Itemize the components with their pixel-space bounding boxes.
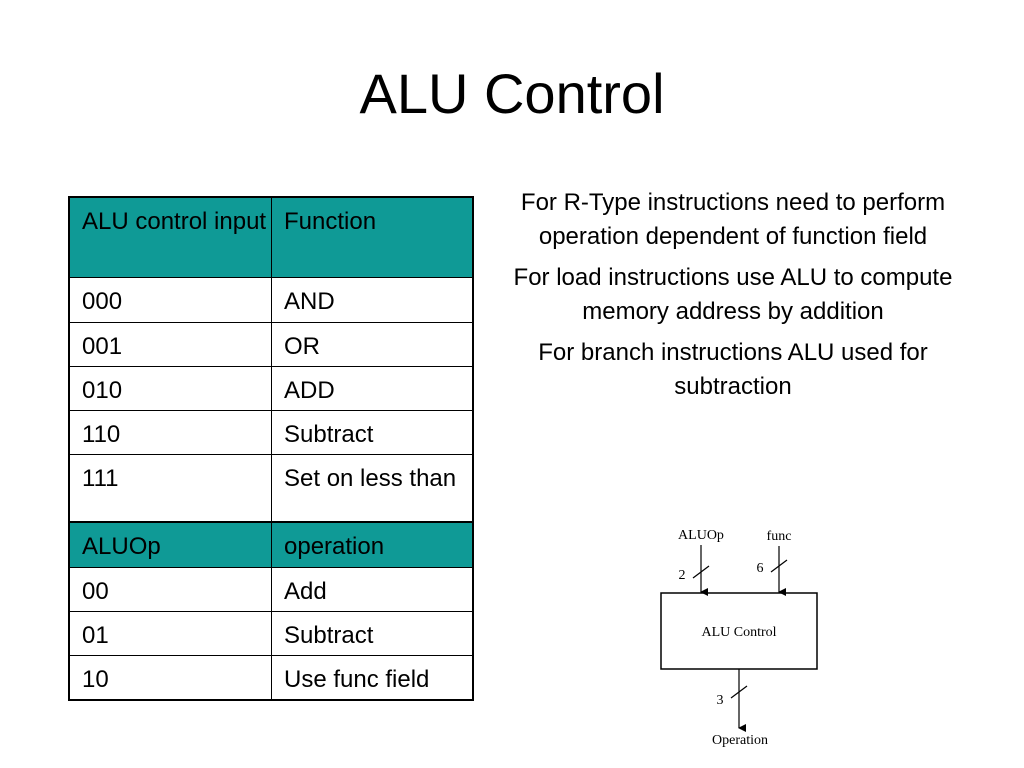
aluop-table: ALUOp operation 00 Add 01 Subtract 10 Us…: [68, 521, 474, 701]
table-cell: 00: [69, 567, 272, 612]
aluop-bus-tick: [692, 565, 710, 579]
table-cell: 111: [69, 454, 272, 523]
table-row: 10 Use func field: [69, 655, 473, 700]
table-cell: 010: [69, 366, 272, 411]
table-cell: OR: [271, 322, 473, 367]
table-header-row: ALU control input Function: [69, 197, 473, 278]
header-cell-operation: operation: [271, 522, 473, 568]
table-header-row: ALUOp operation: [69, 522, 473, 568]
alu-control-table: ALU control input Function 000 AND 001 O…: [68, 196, 474, 524]
table-row: 001 OR: [69, 322, 473, 367]
note-load: For load instructions use ALU to compute…: [513, 264, 953, 325]
header-cell-control-input: ALU control input: [69, 197, 272, 278]
func-width-label: 6: [757, 561, 764, 576]
func-bus-tick: [770, 559, 788, 573]
table-cell: Use func field: [271, 655, 473, 700]
table-cell: 110: [69, 410, 272, 455]
table-row: 01 Subtract: [69, 611, 473, 656]
aluop-width-label: 2: [679, 568, 686, 583]
aluop-input-label: ALUOp: [678, 528, 724, 543]
table-cell: Set on less than: [271, 454, 473, 523]
alu-control-box: [660, 592, 818, 670]
slide-title: ALU Control: [359, 62, 665, 125]
header-cell-function: Function: [271, 197, 473, 278]
table-cell: Add: [271, 567, 473, 612]
table-cell: AND: [271, 277, 473, 323]
table-cell: Subtract: [271, 410, 473, 455]
operation-output-label: Operation: [712, 733, 768, 748]
table-row: 111 Set on less than: [69, 454, 473, 523]
table-cell: 10: [69, 655, 272, 700]
notes-text: For R-Type instructions need to perform …: [512, 186, 954, 411]
table-row: 00 Add: [69, 567, 473, 612]
operation-bus-tick: [730, 685, 748, 699]
note-branch: For branch instructions ALU used for sub…: [538, 339, 928, 400]
operation-width-label: 3: [717, 693, 724, 708]
header-cell-aluop: ALUOp: [69, 522, 272, 568]
table-row: 110 Subtract: [69, 410, 473, 455]
alu-control-box-label: ALU Control: [701, 625, 776, 640]
note-r-type: For R-Type instructions need to perform …: [520, 189, 946, 250]
table-row: 010 ADD: [69, 366, 473, 411]
func-input-label: func: [767, 529, 792, 544]
table-cell: 01: [69, 611, 272, 656]
